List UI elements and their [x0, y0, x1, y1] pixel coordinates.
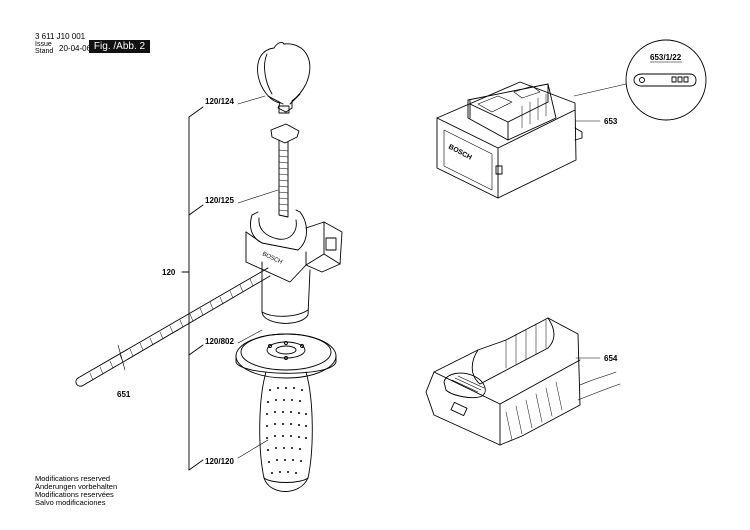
- svg-text:BOSCH: BOSCH: [447, 144, 473, 162]
- handle-body-part: BOSCH: [245, 209, 343, 324]
- callout-654: 654: [604, 354, 618, 363]
- callout-120-125: 120/125: [205, 196, 234, 205]
- footer-line-2: Änderungen vorbehalten: [35, 482, 118, 491]
- issue-label: Issue: [35, 41, 52, 48]
- label-detail-circle: [625, 39, 707, 121]
- hand-guard-part: [235, 333, 337, 379]
- footer-line-4: Salvo modificaciones: [35, 498, 106, 507]
- stand-label: Stand: [35, 48, 54, 55]
- callout-120-802: 120/802: [205, 337, 234, 346]
- part-number: 3 611 J10 001: [35, 32, 86, 41]
- clamp-band-part: [257, 41, 311, 114]
- svg-text:BOSCH: BOSCH: [261, 251, 283, 265]
- footer-line-1: Modifications reserved: [35, 474, 111, 483]
- issue-date: 20-04-06: [59, 44, 92, 53]
- assembly-bracket: [117, 95, 279, 471]
- grip-handle-part: [259, 371, 313, 492]
- screw-part: [270, 123, 300, 218]
- callout-120-120: 120/120: [205, 457, 234, 466]
- callout-120-124: 120/124: [205, 97, 234, 106]
- battery-pack-part: BOSCH: [436, 81, 627, 199]
- footer-line-3: Modifications reservées: [35, 490, 114, 499]
- charger-part: [425, 317, 621, 446]
- callout-120: 120: [162, 268, 176, 277]
- figure-badge: Fig. /Abb. 2: [89, 40, 150, 53]
- callout-653-1-22: 653/1/22: [650, 53, 682, 62]
- depth-rod-part: [75, 267, 271, 387]
- callout-653: 653: [604, 117, 618, 126]
- callout-651: 651: [117, 390, 131, 399]
